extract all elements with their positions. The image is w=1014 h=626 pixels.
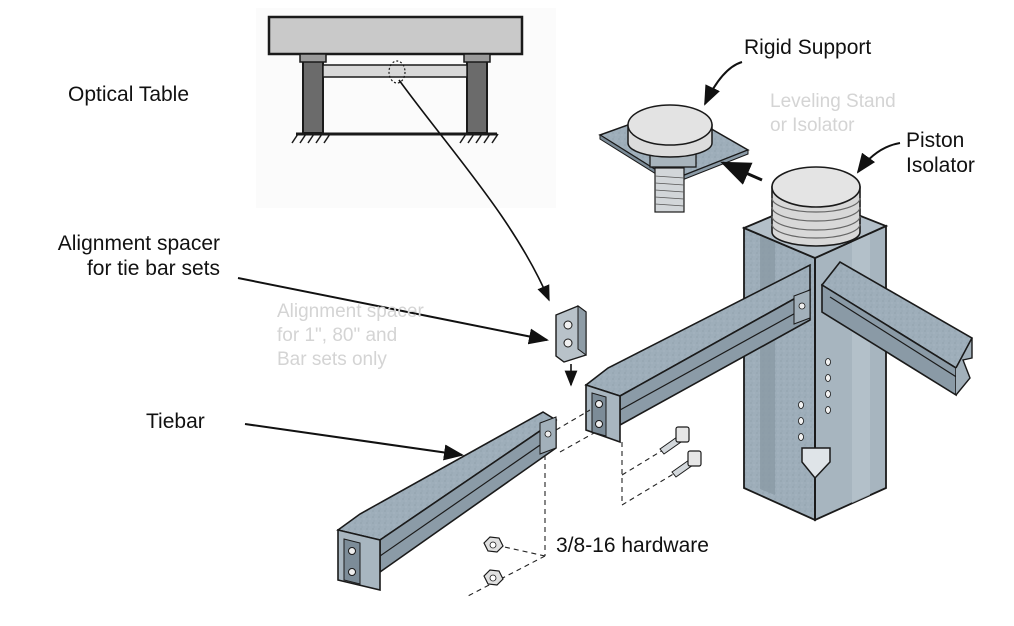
optical-table-inset bbox=[256, 8, 556, 208]
rigid-support bbox=[598, 104, 750, 213]
label-tiebar: Tiebar bbox=[146, 410, 205, 433]
label-alignment-spacer: Alignment spacer for tie bar sets bbox=[57, 232, 220, 280]
nut-1 bbox=[483, 536, 504, 553]
label-hardware: 3/8-16 hardware bbox=[556, 534, 709, 557]
mounted-tiebar bbox=[584, 263, 811, 444]
alignment-spacer bbox=[555, 305, 587, 363]
label-optical-table: Optical Table bbox=[68, 83, 190, 106]
table-tiebar bbox=[322, 64, 468, 78]
rigid-support-leader-arrow bbox=[704, 61, 743, 106]
nut-2 bbox=[483, 569, 504, 586]
label-rigid-support: Rigid Support bbox=[744, 36, 872, 59]
piston-isolator bbox=[771, 166, 861, 247]
piston-leader-arrow bbox=[856, 142, 901, 174]
right-tiebar-stub bbox=[820, 260, 974, 397]
swap-arrow bbox=[720, 161, 763, 185]
loose-tiebar bbox=[336, 411, 558, 592]
bolt-2 bbox=[671, 450, 702, 478]
spacer-location-circle bbox=[388, 60, 406, 84]
faded-spacer-note: Alignment spacer for 1", 80" and Bar set… bbox=[277, 301, 424, 370]
table-right-support bbox=[466, 57, 488, 134]
faded-leveling-text: Leveling Stand or Isolator bbox=[770, 91, 896, 136]
alignment-dashes bbox=[465, 409, 681, 598]
optical-table-top bbox=[267, 15, 524, 56]
tiebar-leader-arrow bbox=[244, 423, 464, 461]
label-piston-isolator: Piston Isolator bbox=[906, 129, 975, 177]
bolt-1 bbox=[659, 426, 690, 455]
table-left-support bbox=[302, 57, 324, 134]
spacer-callout-arrow bbox=[398, 79, 550, 302]
spacer-leader-arrow bbox=[237, 277, 549, 345]
